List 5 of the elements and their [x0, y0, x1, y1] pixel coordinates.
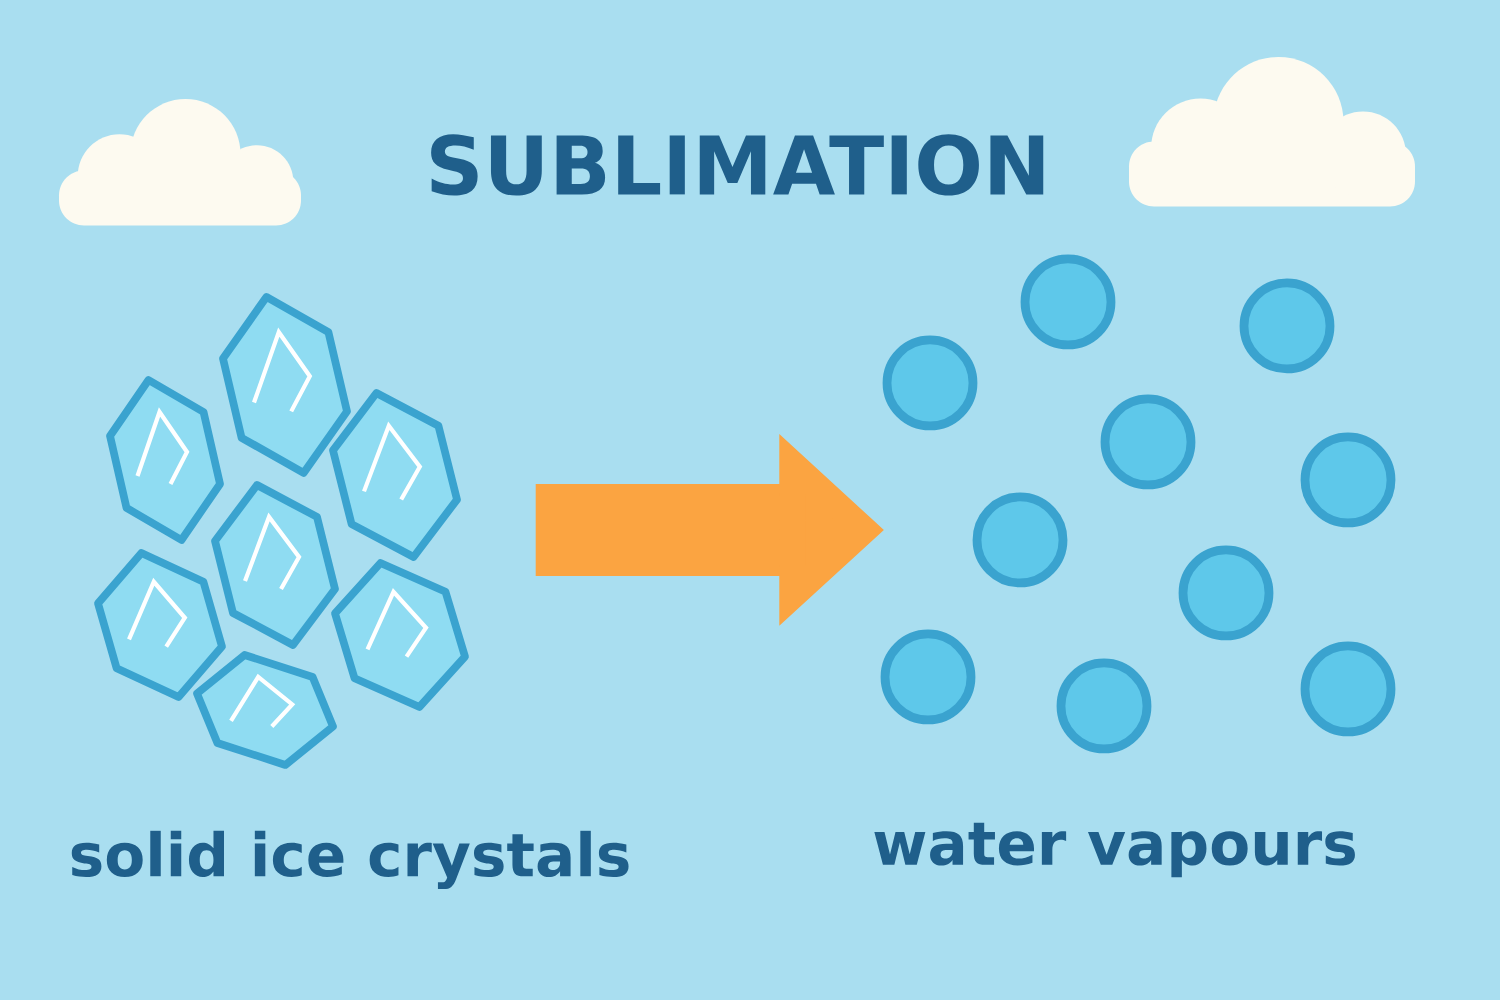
water-vapour-drawing — [880, 254, 1396, 754]
title: SUBLIMATION — [431, 134, 1044, 196]
node-label: solid ice crystals — [71, 830, 629, 890]
ice-crystals-drawing — [94, 293, 469, 769]
node-label: water vapours — [874, 822, 1355, 878]
